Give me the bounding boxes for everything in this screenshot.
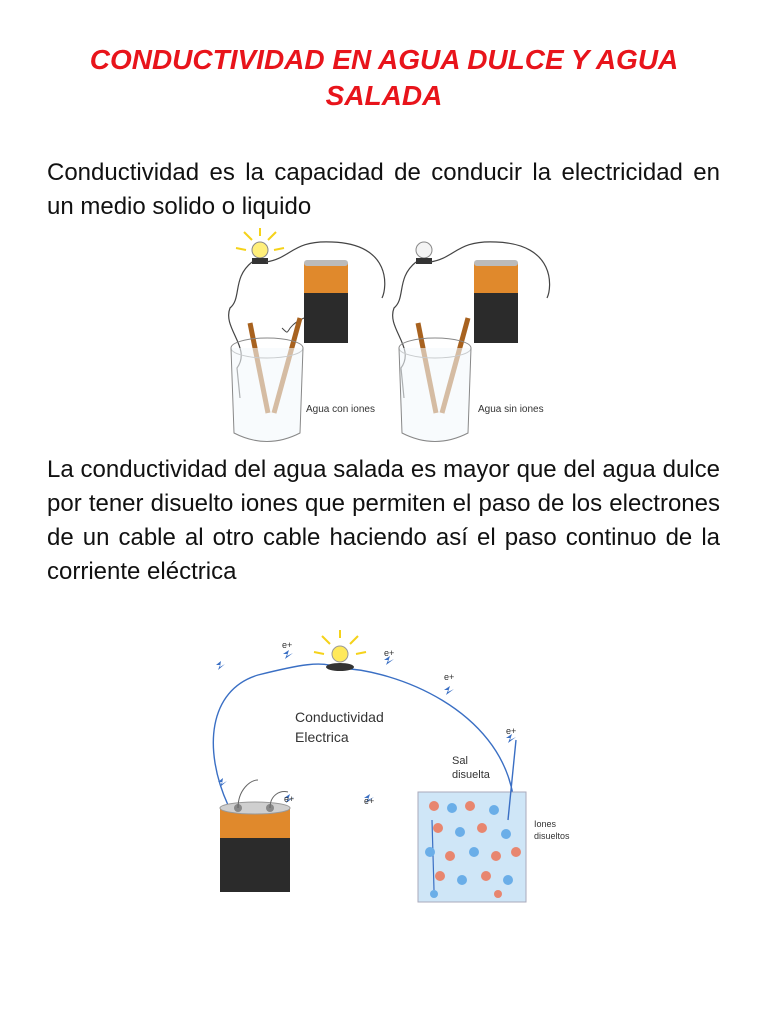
salt-water-circuit-figure: e+ e+ e+ e+ e+ e+ Conductividad Electric… [212, 630, 570, 903]
diagram-title-line1: Conductividad [295, 709, 384, 725]
svg-text:e+: e+ [384, 648, 394, 658]
definition-paragraph: Conductividad es la capacidad de conduci… [47, 159, 720, 220]
bulb-glow-icon [235, 228, 285, 251]
salt-label-line2: disuelta [452, 769, 491, 781]
battery-icon [219, 779, 291, 892]
right-circuit: Agua sin iones [392, 241, 551, 442]
right-beaker-label: Agua sin iones [478, 404, 544, 415]
diagram-title-line2: Electrica [295, 729, 349, 745]
svg-text:e+: e+ [284, 794, 294, 804]
ions-label-line1: Iones [534, 819, 557, 829]
left-circuit: Agua con iones [228, 228, 386, 442]
ion-particles [425, 801, 521, 898]
svg-text:e+: e+ [282, 640, 292, 650]
lit-bulb-icon [251, 241, 269, 259]
electron-icons [216, 650, 516, 803]
explanation-paragraph: La conductividad del agua salada es mayo… [47, 456, 720, 585]
svg-text:e+: e+ [506, 726, 516, 736]
svg-text:e+: e+ [364, 796, 374, 806]
salt-label-line1: Sal [452, 755, 468, 767]
lit-bulb-icon [313, 630, 367, 671]
svg-text:e+: e+ [444, 672, 454, 682]
page-title: CONDUCTIVIDAD EN AGUA DULCE Y AGUA SALAD… [89, 44, 679, 111]
ions-label-line2: disueltos [534, 831, 570, 841]
conductivity-comparison-figure: Agua con iones Agua sin iones [228, 228, 551, 442]
unlit-bulb-icon [415, 241, 433, 259]
left-beaker-label: Agua con iones [306, 404, 375, 415]
electron-labels: e+ e+ e+ e+ e+ e+ [282, 640, 516, 806]
circuit-wire [212, 663, 514, 806]
salt-water-beaker [417, 739, 527, 903]
